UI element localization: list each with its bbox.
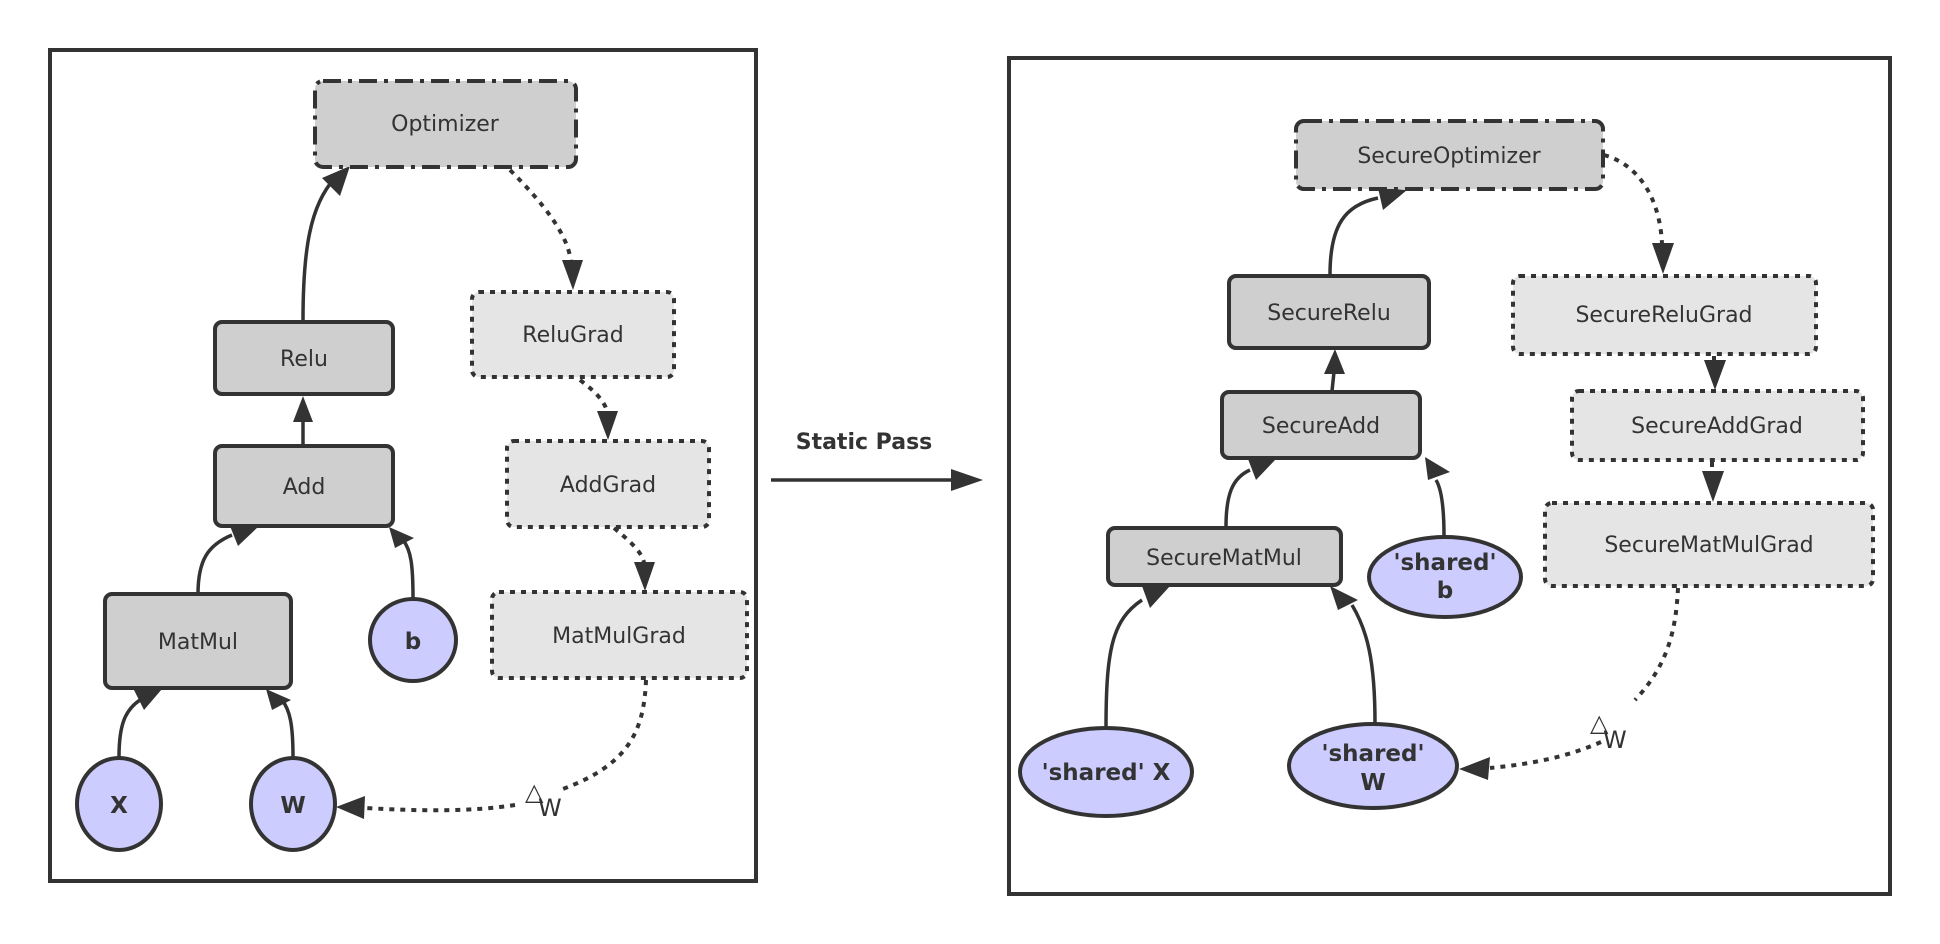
- node-matmulgrad[interactable]: MatMulGrad: [490, 590, 749, 680]
- arrowhead: [1459, 757, 1490, 780]
- right-graph-panel: SecureOptimizer SecureRelu SecureAdd Sec…: [1007, 56, 1892, 896]
- delta-symbol: △: [1590, 709, 1609, 737]
- arrowhead: [634, 562, 655, 591]
- arrowhead: [1425, 457, 1450, 480]
- node-shared-x[interactable]: 'shared' X: [1018, 726, 1194, 818]
- gradient-var: W: [538, 794, 562, 822]
- edge-secureadd-to-securerelu: [1330, 371, 1336, 392]
- node-optimizer[interactable]: Optimizer: [313, 79, 578, 169]
- node-label: b: [405, 629, 421, 655]
- node-label-line1: 'shared': [1321, 741, 1424, 767]
- node-securerelugrad[interactable]: SecureReluGrad: [1511, 274, 1818, 356]
- node-relugrad[interactable]: ReluGrad: [470, 290, 676, 379]
- node-label: MatMul: [158, 630, 238, 655]
- gradient-var: W: [1603, 726, 1627, 754]
- node-label: SecureMatMulGrad: [1604, 533, 1813, 558]
- node-x[interactable]: X: [75, 756, 163, 852]
- edge-securematmul-to-secureadd: [1224, 468, 1251, 528]
- node-label: SecureAdd: [1262, 414, 1380, 439]
- node-secureadd[interactable]: SecureAdd: [1220, 390, 1422, 460]
- node-shared-w[interactable]: 'shared' W: [1287, 722, 1459, 810]
- node-relu[interactable]: Relu: [213, 320, 395, 396]
- arrowhead: [1324, 349, 1345, 374]
- arrowhead: [1378, 188, 1407, 210]
- node-label: SecureMatMul: [1146, 546, 1302, 571]
- node-label-line1: 'shared': [1393, 550, 1496, 576]
- edge-secureoptimizer-to-securerelugrad: [1603, 153, 1664, 245]
- right-edges: [1104, 153, 1726, 780]
- node-label: SecureReluGrad: [1575, 303, 1752, 328]
- arrowhead: [230, 526, 258, 546]
- node-label: SecureAddGrad: [1631, 414, 1803, 439]
- edge-matmulgrad-to-w: [364, 679, 648, 813]
- arrowhead: [1330, 586, 1358, 610]
- edge-securerelu-to-secureoptimizer: [1328, 196, 1379, 276]
- node-securematmulgrad[interactable]: SecureMatMulGrad: [1543, 501, 1875, 588]
- arrowhead: [1248, 459, 1276, 480]
- arrowhead: [562, 260, 583, 290]
- arrowhead: [1702, 471, 1724, 502]
- node-securerelu[interactable]: SecureRelu: [1227, 274, 1431, 350]
- edge-optimizer-to-relugrad: [508, 168, 573, 263]
- arrowhead: [1652, 243, 1674, 274]
- gradient-annotation-right: △ W: [1590, 709, 1627, 754]
- node-add[interactable]: Add: [213, 444, 395, 528]
- arrowhead: [322, 166, 350, 196]
- arrowhead: [336, 796, 365, 819]
- arrowhead: [134, 689, 162, 710]
- node-w[interactable]: W: [249, 756, 337, 852]
- arrowhead: [389, 527, 414, 548]
- node-secureaddgrad[interactable]: SecureAddGrad: [1570, 389, 1865, 462]
- arrowhead: [293, 396, 313, 422]
- arrowhead: [1704, 360, 1726, 390]
- left-edges: [117, 166, 655, 819]
- edge-x-to-matmul: [117, 698, 142, 758]
- edge-securematmulgrad-to-sharedw: [1489, 587, 1680, 770]
- arrowhead: [951, 469, 983, 491]
- static-pass-label: Static Pass: [796, 430, 933, 455]
- arrowhead: [1142, 586, 1170, 608]
- node-label: 'shared' X: [1042, 760, 1171, 786]
- edge-sharedx-to-securematmul: [1104, 598, 1143, 730]
- node-secureoptimizer[interactable]: SecureOptimizer: [1294, 119, 1605, 191]
- left-graph-panel: Optimizer Relu Add MatMul b X W ReluGra: [48, 48, 758, 883]
- edge-matmul-to-add: [196, 533, 233, 595]
- node-label-line2: W: [1360, 770, 1385, 796]
- arrowhead: [266, 689, 291, 710]
- node-label: SecureOptimizer: [1357, 144, 1541, 169]
- node-label: Relu: [280, 347, 328, 372]
- node-matmul[interactable]: MatMul: [103, 592, 293, 690]
- node-label: Optimizer: [391, 112, 500, 137]
- node-b[interactable]: b: [368, 597, 458, 683]
- node-shared-b[interactable]: 'shared' b: [1367, 535, 1523, 619]
- arrowhead: [597, 411, 618, 440]
- gradient-annotation-left: △ W: [525, 778, 562, 822]
- node-addgrad[interactable]: AddGrad: [505, 439, 711, 529]
- node-label: AddGrad: [560, 473, 656, 498]
- edge-relu-to-optimizer: [301, 176, 337, 322]
- node-securematmul[interactable]: SecureMatMul: [1106, 526, 1343, 587]
- node-label: ReluGrad: [522, 323, 623, 348]
- static-pass-transition: Static Pass: [771, 430, 983, 491]
- node-label: MatMulGrad: [552, 624, 686, 649]
- edge-sharedw-to-securematmul: [1350, 604, 1377, 724]
- node-label-line2: b: [1437, 578, 1453, 604]
- edge-addgrad-to-matmulgrad: [612, 526, 646, 564]
- node-label: Add: [283, 475, 326, 500]
- node-label: W: [280, 793, 305, 819]
- node-label: SecureRelu: [1267, 301, 1391, 326]
- node-label: X: [110, 793, 128, 819]
- delta-symbol: △: [525, 778, 544, 806]
- edge-sharedb-to-secureadd: [1434, 479, 1446, 537]
